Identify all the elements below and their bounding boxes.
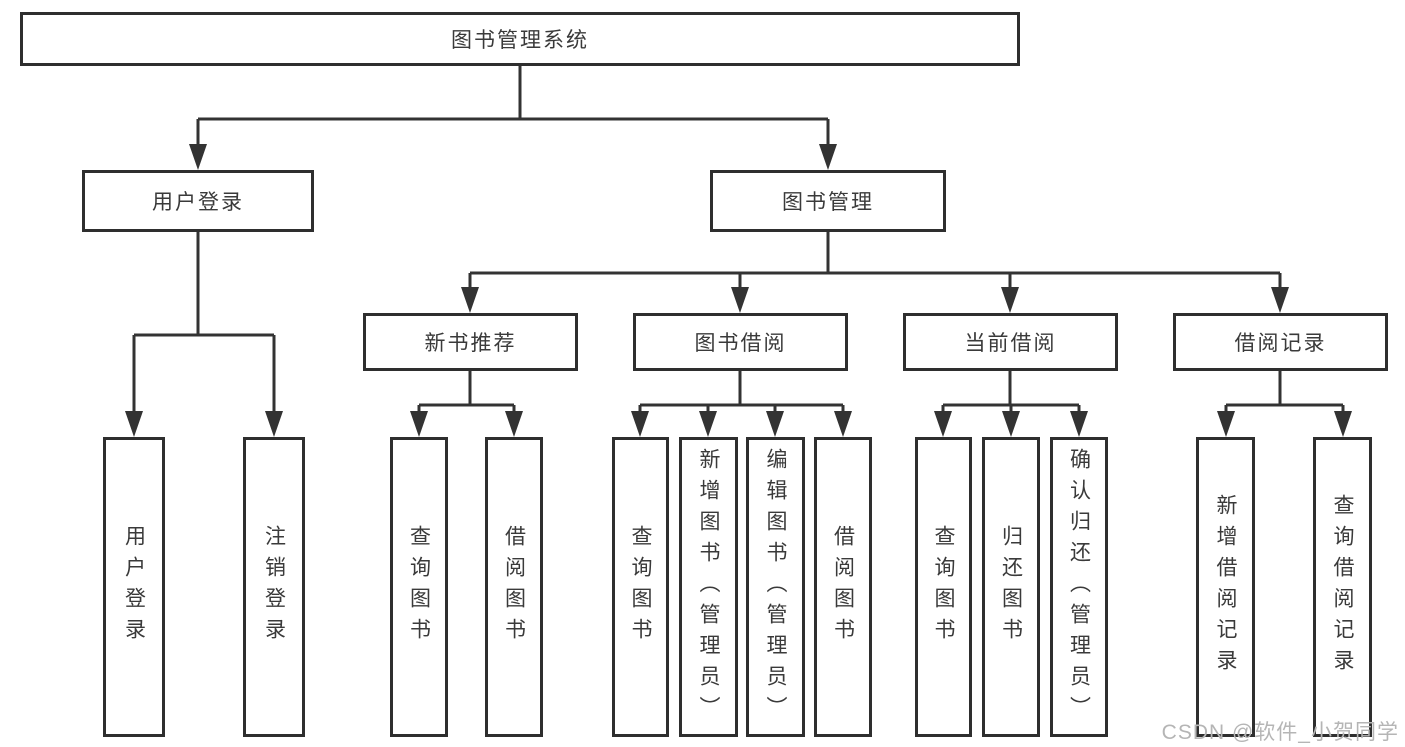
leaf-records-query-record-label: 查询借阅记录: [1331, 494, 1354, 680]
leaf-user-login: 用户登录: [103, 437, 165, 737]
leaf-newbook-borrow-books-label: 借阅图书: [502, 525, 526, 649]
leaf-logout-label: 注销登录: [262, 525, 286, 649]
leaf-logout: 注销登录: [243, 437, 305, 737]
node-current-borrowing-label: 当前借阅: [964, 332, 1057, 355]
node-book-borrowing: 图书借阅: [633, 313, 848, 371]
leaf-borrow-add-book-admin-label: 新增图书（管理员）: [697, 447, 720, 727]
leaf-current-query-books: 查询图书: [915, 437, 972, 737]
node-new-book-recommendation-label: 新书推荐: [424, 332, 517, 355]
node-library-system: 图书管理系统: [20, 12, 1020, 66]
leaf-current-confirm-return-admin-label: 确认归还（管理员）: [1067, 447, 1091, 727]
node-borrowing-records: 借阅记录: [1173, 313, 1388, 371]
leaf-newbook-borrow-books: 借阅图书: [485, 437, 543, 737]
leaf-user-login-label: 用户登录: [122, 525, 146, 649]
node-borrowing-records-label: 借阅记录: [1234, 332, 1327, 355]
node-user-login-label: 用户登录: [152, 191, 244, 214]
leaf-borrow-query-books-label: 查询图书: [629, 525, 652, 649]
node-book-management: 图书管理: [710, 170, 946, 232]
leaf-newbook-query-books: 查询图书: [390, 437, 448, 737]
node-current-borrowing: 当前借阅: [903, 313, 1118, 371]
csdn-watermark: CSDN @软件_小贺同学: [1161, 721, 1399, 744]
node-book-borrowing-label: 图书借阅: [694, 332, 787, 355]
leaf-records-add-record: 新增借阅记录: [1196, 437, 1255, 737]
leaf-current-query-books-label: 查询图书: [932, 525, 955, 649]
leaf-current-confirm-return-admin: 确认归还（管理员）: [1050, 437, 1108, 737]
node-book-management-label: 图书管理: [782, 191, 874, 214]
leaf-borrow-add-book-admin: 新增图书（管理员）: [679, 437, 738, 737]
leaf-newbook-query-books-label: 查询图书: [407, 525, 431, 649]
leaf-borrow-borrow-books: 借阅图书: [814, 437, 872, 737]
leaf-borrow-query-books: 查询图书: [612, 437, 669, 737]
leaf-borrow-edit-book-admin-label: 编辑图书（管理员）: [764, 447, 787, 727]
leaf-records-add-record-label: 新增借阅记录: [1214, 494, 1237, 680]
leaf-current-return-books: 归还图书: [982, 437, 1040, 737]
node-user-login: 用户登录: [82, 170, 314, 232]
leaf-records-query-record: 查询借阅记录: [1313, 437, 1372, 737]
leaf-borrow-borrow-books-label: 借阅图书: [831, 525, 855, 649]
leaf-current-return-books-label: 归还图书: [999, 525, 1023, 649]
node-library-system-label: 图书管理系统: [451, 29, 589, 52]
leaf-borrow-edit-book-admin: 编辑图书（管理员）: [746, 437, 805, 737]
node-new-book-recommendation: 新书推荐: [363, 313, 578, 371]
